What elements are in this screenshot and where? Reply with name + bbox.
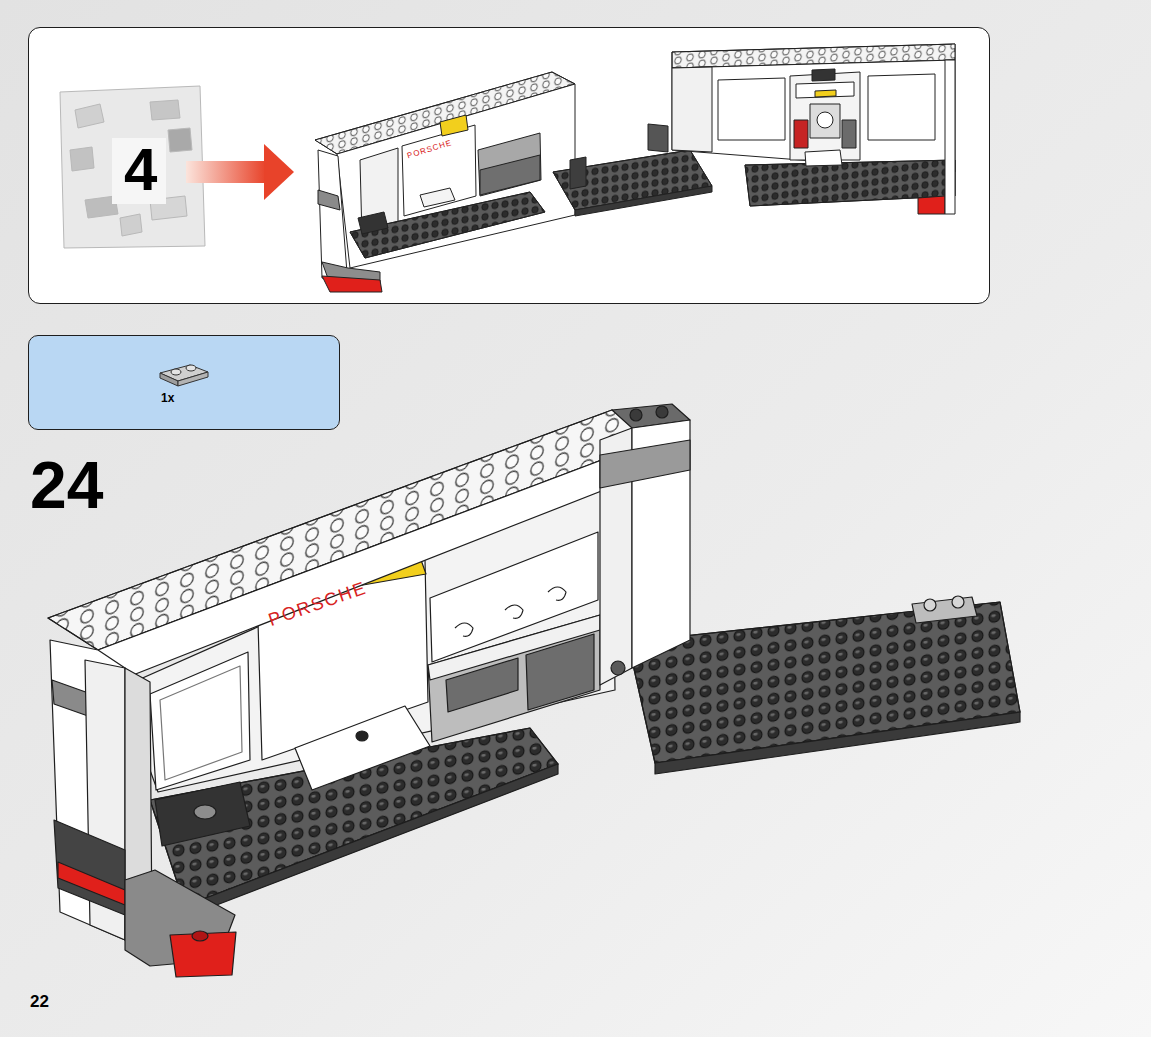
brand-decal-holder: PORSCHE [404, 131, 454, 162]
page-number: 22 [30, 993, 49, 1010]
step-number: 24 [30, 452, 103, 518]
brand-decal-holder: PORSCHE [266, 578, 370, 630]
page-number-holder: 22 [30, 993, 49, 1011]
step-number-holder: 24 [30, 452, 103, 518]
brand-decal: PORSCHE [266, 578, 369, 629]
part-quantity: 1x [161, 392, 174, 404]
brand-decal: PORSCHE [406, 139, 453, 160]
bag-number: 4 [124, 140, 157, 200]
bag-panel: 4 [28, 27, 990, 304]
parts-callout: 1x [28, 335, 340, 430]
